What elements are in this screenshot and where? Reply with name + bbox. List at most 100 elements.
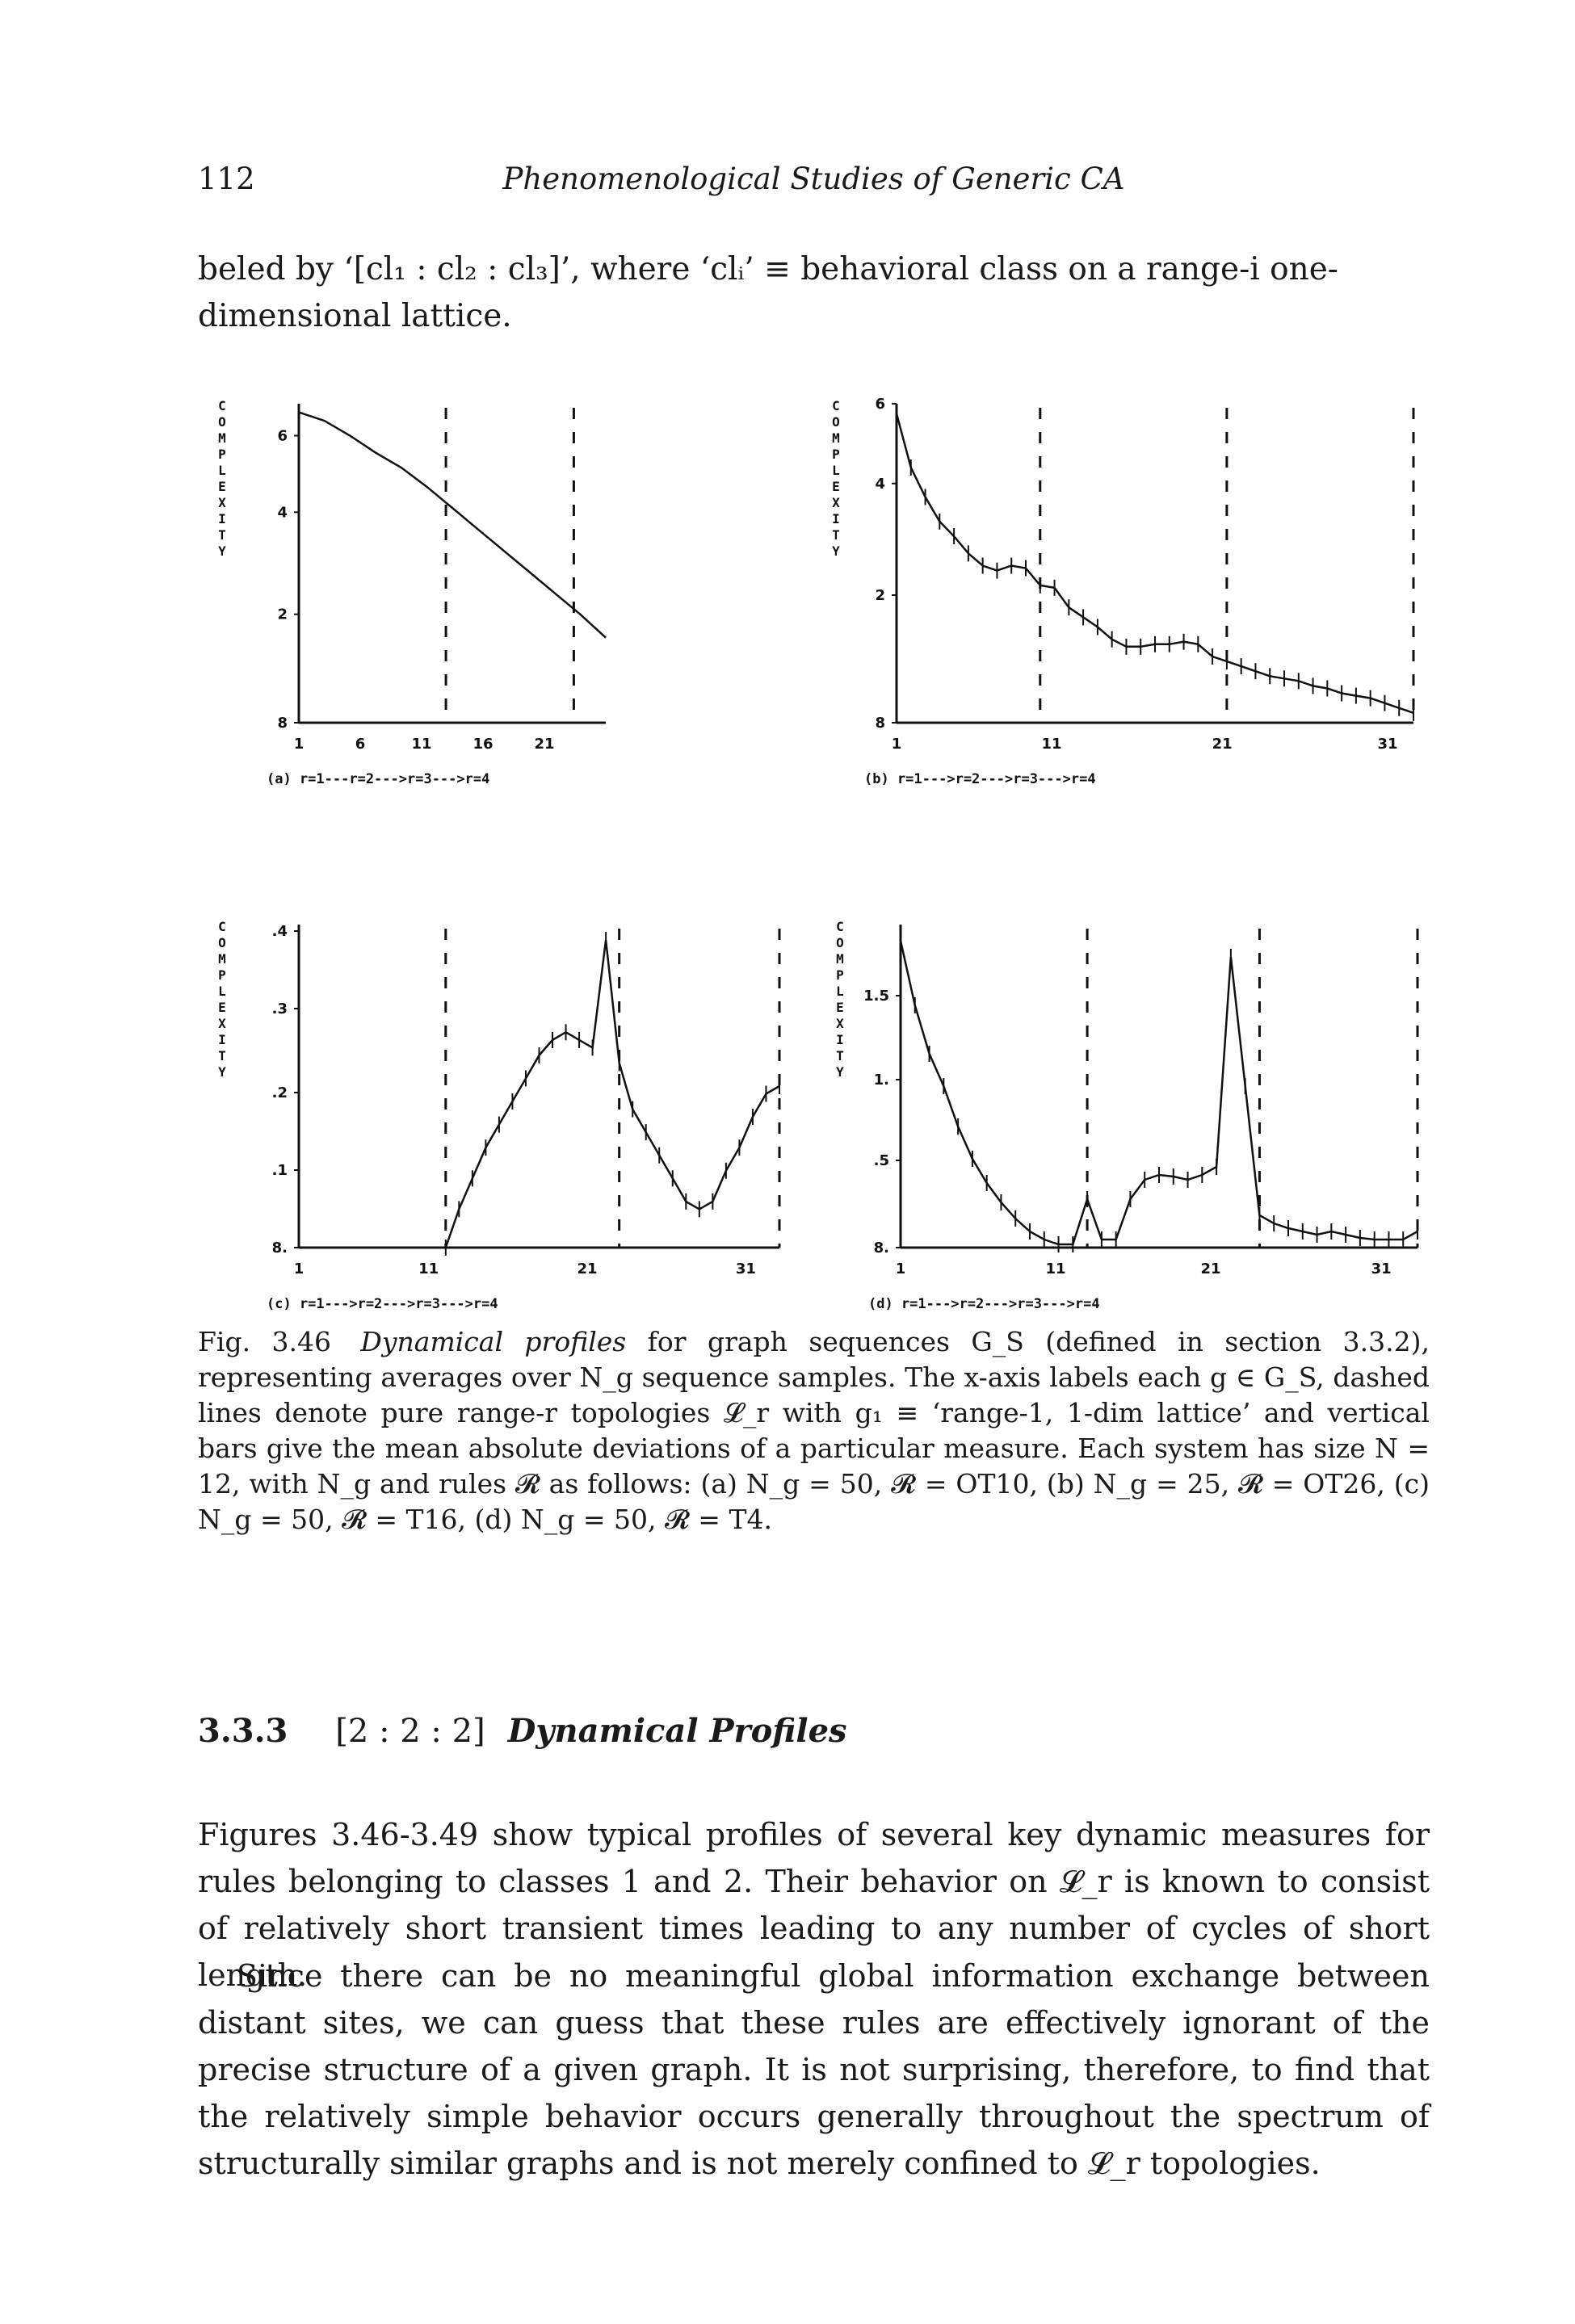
y-axis-label-letter: O (836, 935, 844, 950)
y-axis-label-letter: T (218, 527, 226, 543)
x-tick-label: 31 (1377, 736, 1397, 753)
y-axis-label-letter: C (836, 919, 844, 934)
section-title: Dynamical Profiles (507, 1712, 847, 1750)
y-tick-label: 8. (272, 1240, 288, 1256)
y-axis-label-letter: C (218, 919, 226, 934)
y-tick-label: 6 (277, 428, 288, 445)
y-axis-label-letter: L (832, 463, 840, 478)
x-tick-label: 1 (892, 736, 902, 753)
profile-line (298, 411, 607, 639)
y-axis-label-letter: L (218, 984, 226, 999)
y-axis-label-letter: X (836, 1016, 844, 1031)
caption-text: for graph sequences G_S (defined in sect… (198, 1326, 1430, 1535)
x-tick-label: 21 (577, 1261, 597, 1277)
lead-text: beled by ‘[cl₁ : cl₂ : cl₃]’, where ‘clᵢ… (198, 251, 1338, 334)
y-axis-label-letter: T (836, 1048, 844, 1063)
y-tick-label: .1 (272, 1162, 288, 1179)
y-axis-label-letter: L (836, 984, 844, 999)
body-paragraph: Figures 3.46-3.49 show typical profiles … (198, 1817, 1430, 1993)
y-axis-label-letter: I (218, 511, 226, 526)
y-axis-label-letter: I (832, 511, 840, 526)
panel-subcaption: (a) r=1---r=2--->r=3--->r=4 (267, 771, 489, 787)
y-tick-label: 4 (875, 476, 885, 493)
y-axis-label-letter: O (218, 414, 226, 430)
y-axis-label-letter: M (836, 951, 844, 967)
y-axis-label-letter: E (218, 479, 226, 494)
y-tick-label: 8. (874, 1240, 889, 1256)
y-axis-label-letter: I (218, 1032, 226, 1047)
x-tick-label: 6 (355, 736, 366, 753)
y-tick-label: 1.5 (863, 988, 889, 1005)
y-tick-label: .4 (272, 923, 288, 940)
y-axis-label-letter: P (836, 967, 844, 983)
y-axis-label-letter: M (218, 951, 226, 967)
body-paragraph: Since there can be no meaningful global … (198, 1958, 1430, 2181)
panel-subcaption: (b) r=1--->r=2--->r=3--->r=4 (864, 771, 1096, 787)
y-tick-label: 1. (874, 1072, 889, 1089)
x-tick-label: 11 (1045, 1261, 1065, 1277)
x-tick-label: 11 (1041, 736, 1061, 753)
y-tick-label: .3 (272, 1000, 288, 1017)
y-axis-label-letter: X (218, 495, 226, 510)
y-axis-label-letter: E (836, 1000, 844, 1015)
x-tick-label: 1 (896, 1261, 906, 1277)
y-axis-label-letter: P (832, 447, 840, 462)
y-axis-label-letter: C (218, 398, 226, 413)
x-tick-label: 21 (534, 736, 554, 753)
y-axis-label-letter: O (218, 935, 226, 950)
page-header: 112 Phenomenological Studies of Generic … (198, 162, 1430, 210)
x-tick-label: 1 (294, 1261, 304, 1277)
x-tick-label: 11 (411, 736, 431, 753)
y-axis-label-letter: L (218, 463, 226, 478)
caption-title: Dynamical profiles (360, 1326, 627, 1357)
y-axis-label-letter: O (832, 414, 840, 430)
y-tick-label: .5 (874, 1152, 889, 1169)
y-tick-label: 4 (277, 504, 288, 521)
y-axis-label-letter: T (832, 527, 840, 543)
y-tick-label: 8 (875, 715, 885, 732)
y-tick-label: .2 (272, 1084, 288, 1101)
y-axis-label-letter: T (218, 1048, 226, 1063)
y-axis-label-letter: M (218, 430, 226, 446)
profile-line (895, 413, 1414, 714)
caption-label: Fig. 3.46 (198, 1326, 331, 1357)
y-axis-label-letter: X (832, 495, 840, 510)
panel-subcaption: (c) r=1--->r=2--->r=3--->r=4 (267, 1296, 498, 1312)
figure-caption: Fig. 3.46 Dynamical profiles for graph s… (198, 1324, 1430, 1537)
y-axis-label-letter: P (218, 447, 226, 462)
x-tick-label: 21 (1200, 1261, 1220, 1277)
profile-line (444, 939, 780, 1248)
y-axis-label-letter: X (218, 1016, 226, 1031)
y-axis-label-letter: E (832, 479, 840, 494)
section-bracket: [2 : 2 : 2] (335, 1713, 485, 1750)
y-axis-label-letter: C (832, 398, 840, 413)
y-tick-label: 8 (277, 715, 288, 732)
x-tick-label: 31 (1371, 1261, 1392, 1277)
x-tick-label: 1 (294, 736, 304, 753)
y-tick-label: 2 (875, 587, 885, 604)
page-number: 112 (198, 162, 255, 196)
y-axis-label-letter: Y (832, 543, 840, 559)
y-axis-label-letter: M (832, 430, 840, 446)
running-title: Phenomenological Studies of Generic CA (502, 162, 1125, 196)
y-tick-label: 2 (277, 606, 288, 623)
y-axis-label-letter: I (836, 1032, 844, 1047)
y-axis-label-letter: P (218, 967, 226, 983)
panel-subcaption: (d) r=1--->r=2--->r=3--->r=4 (868, 1296, 1100, 1312)
x-tick-label: 16 (472, 736, 493, 753)
x-tick-label: 31 (736, 1261, 756, 1277)
y-axis-label-letter: Y (836, 1064, 844, 1080)
section-number: 3.3.3 (198, 1712, 288, 1750)
x-tick-label: 21 (1212, 736, 1233, 753)
x-tick-label: 11 (418, 1261, 439, 1277)
y-axis-label-letter: Y (218, 1064, 226, 1080)
profile-line (899, 940, 1418, 1246)
y-axis-label-letter: E (218, 1000, 226, 1015)
